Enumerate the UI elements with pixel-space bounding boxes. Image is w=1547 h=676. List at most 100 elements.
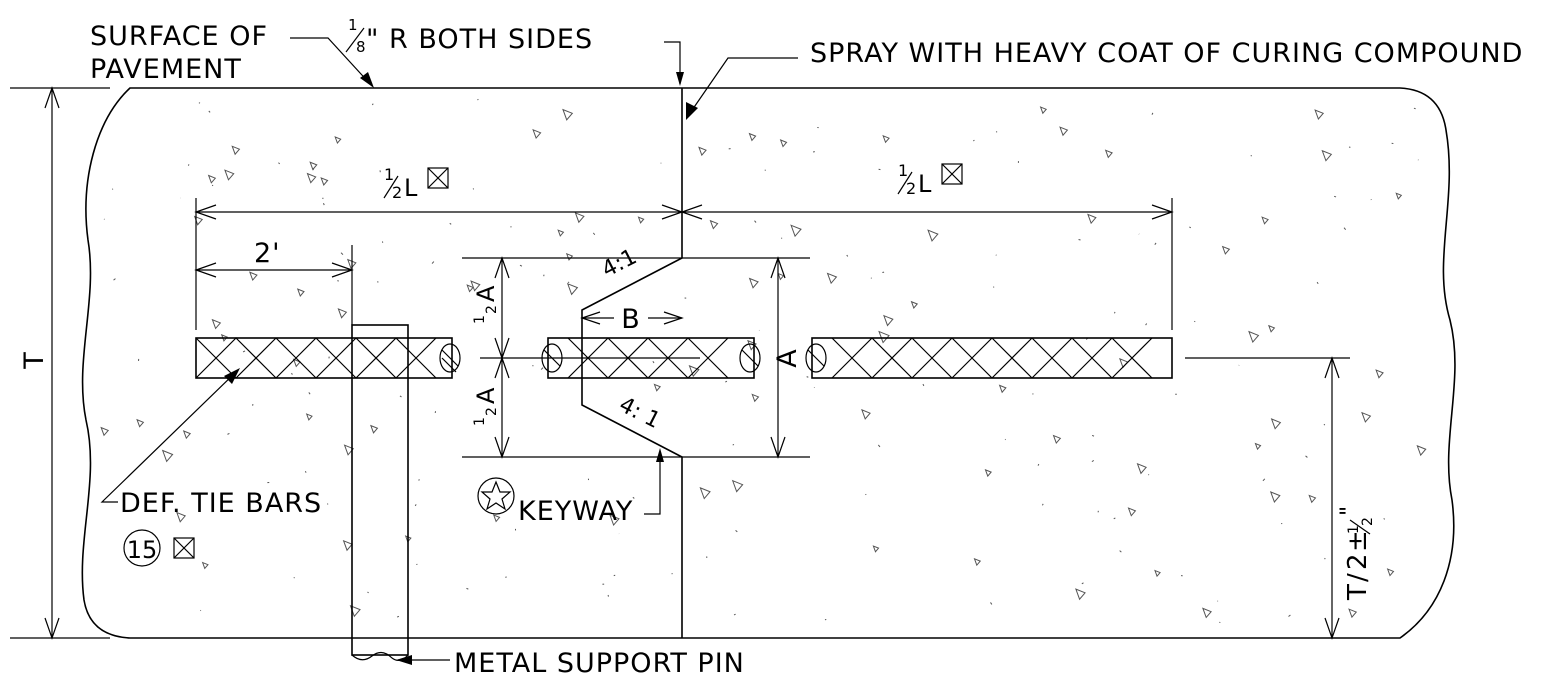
aggregate-triangle bbox=[637, 216, 645, 224]
aggregate-dot bbox=[735, 530, 738, 533]
tie-bars-callout-circle: 15 bbox=[123, 529, 161, 567]
aggregate-triangle bbox=[1127, 507, 1137, 517]
half-depth-pm: ± bbox=[1343, 530, 1373, 552]
aggregate-dot bbox=[326, 503, 329, 505]
aggregate-dot bbox=[291, 372, 293, 375]
spray-leader bbox=[687, 57, 798, 117]
aggregate-dot bbox=[449, 222, 452, 225]
aggregate-dot bbox=[1151, 112, 1154, 115]
aggregate-triangle bbox=[1321, 149, 1333, 162]
aggregate-triangle bbox=[566, 282, 579, 296]
aggregate-triangle bbox=[309, 161, 318, 171]
aggregate-triangle bbox=[882, 134, 890, 144]
half-depth-inch: " bbox=[1337, 506, 1362, 516]
aggregate-triangle bbox=[1395, 192, 1403, 200]
aggregate-dot bbox=[1145, 323, 1148, 326]
radius-label: " R BOTH SIDES bbox=[366, 24, 593, 55]
aggregate-triangle bbox=[777, 272, 785, 281]
aggregate-triangle bbox=[1261, 216, 1269, 225]
aggregate-triangle bbox=[1059, 126, 1069, 137]
surface-leader bbox=[290, 37, 373, 87]
aggregate-triangle bbox=[1039, 106, 1048, 115]
aggregate-triangle bbox=[872, 545, 880, 553]
aggregate-dot bbox=[1323, 423, 1326, 426]
aggregate-triangle bbox=[201, 561, 209, 570]
aggregate-dot bbox=[367, 591, 369, 594]
aggregate-dot bbox=[414, 504, 417, 507]
half-num-right: 1 bbox=[898, 161, 908, 180]
aggregate-dot bbox=[227, 432, 230, 435]
aggregate-triangle bbox=[1254, 442, 1262, 451]
boxed-x-icon bbox=[427, 167, 449, 189]
aggregate-triangle bbox=[565, 252, 574, 261]
tie-bar-left bbox=[195, 337, 461, 379]
concrete-slab-outline bbox=[81, 87, 1456, 639]
aggregate-dot bbox=[1189, 226, 1192, 229]
aggregate-triangle bbox=[748, 277, 759, 289]
aggregate-dot bbox=[1262, 478, 1266, 482]
aggregate-triangle bbox=[998, 384, 1007, 394]
aggregate-dot bbox=[1119, 550, 1122, 553]
boxed-x-icon bbox=[941, 163, 963, 185]
aggregate-dot bbox=[431, 261, 435, 264]
aggregate-dot bbox=[732, 443, 735, 446]
spray-curing-compound-label: SPRAY WITH HEAVY COAT OF CURING COMPOUND bbox=[810, 38, 1523, 69]
aggregate-dot bbox=[995, 131, 998, 133]
aggregate-dot bbox=[1113, 517, 1116, 520]
aggregate-dot bbox=[725, 380, 728, 383]
aggregate-triangle bbox=[532, 128, 542, 140]
aggregate-dot bbox=[780, 237, 783, 239]
half-num-left: 1 bbox=[384, 165, 394, 184]
aggregate-dot bbox=[1078, 238, 1081, 241]
aggregate-dot bbox=[278, 162, 281, 165]
aggregate-triangle bbox=[1308, 494, 1317, 504]
def-tie-bars-label: DEF. TIE BARS bbox=[120, 488, 322, 519]
tie-bars-leader bbox=[100, 371, 237, 503]
A-dimension: A bbox=[770, 256, 803, 459]
aggregate-dot bbox=[466, 587, 469, 590]
aggregate-triangle bbox=[1075, 588, 1086, 601]
aggregate-triangle bbox=[1104, 149, 1113, 159]
aggregate-dot bbox=[540, 367, 544, 370]
B-dimension: B bbox=[580, 304, 684, 335]
tie-bar-middle bbox=[541, 337, 761, 379]
surface-of-pavement-label-2: PAVEMENT bbox=[90, 54, 242, 85]
aggregate-triangle bbox=[1136, 462, 1147, 475]
aggregate-dot bbox=[592, 232, 596, 236]
aggregate-dot bbox=[973, 139, 975, 142]
aggregate-triangle bbox=[492, 514, 501, 523]
aggregate-triangle bbox=[1269, 491, 1281, 503]
radius-fraction-den: 8 bbox=[356, 38, 366, 56]
aggregate-triangle bbox=[370, 424, 379, 434]
half-depth-den: 2 bbox=[1360, 517, 1376, 526]
aggregate-dot bbox=[990, 602, 993, 605]
half-depth-2: 2 bbox=[1343, 553, 1373, 570]
half-depth-dimension: T / 2 ± 1 2 " bbox=[1324, 356, 1376, 640]
aggregate-triangle bbox=[748, 132, 757, 142]
aggregate-dot bbox=[877, 444, 881, 448]
aggregate-triangle bbox=[231, 145, 241, 156]
aggregate-dot bbox=[308, 392, 311, 395]
half-L-dimension-left: 1 2 L bbox=[194, 165, 684, 220]
aggregate-dot bbox=[477, 98, 479, 101]
aggregate-dot bbox=[1413, 107, 1416, 110]
aggregate-dot bbox=[1154, 242, 1157, 245]
aggregate-triangle bbox=[466, 284, 474, 293]
aggregate-dot bbox=[1091, 434, 1095, 437]
aggregate-triangle bbox=[910, 300, 919, 309]
aggregate-triangle bbox=[861, 409, 871, 420]
aggregate-triangle bbox=[1087, 213, 1097, 225]
half-depth-T: T bbox=[1343, 584, 1373, 601]
aggregate-dot bbox=[208, 110, 211, 113]
aggregate-triangle bbox=[176, 511, 187, 523]
keyway-label: KEYWAY bbox=[518, 496, 633, 527]
aggregate-triangle bbox=[182, 430, 192, 440]
half-den-left: 2 bbox=[392, 183, 402, 202]
aggregate-triangle bbox=[883, 314, 894, 327]
aggregate-triangle bbox=[305, 413, 313, 421]
aggregate-triangle bbox=[343, 444, 355, 456]
aggregate-triangle bbox=[296, 288, 305, 297]
aggregate-dot bbox=[1333, 195, 1337, 198]
aggregate-dot bbox=[806, 376, 809, 378]
